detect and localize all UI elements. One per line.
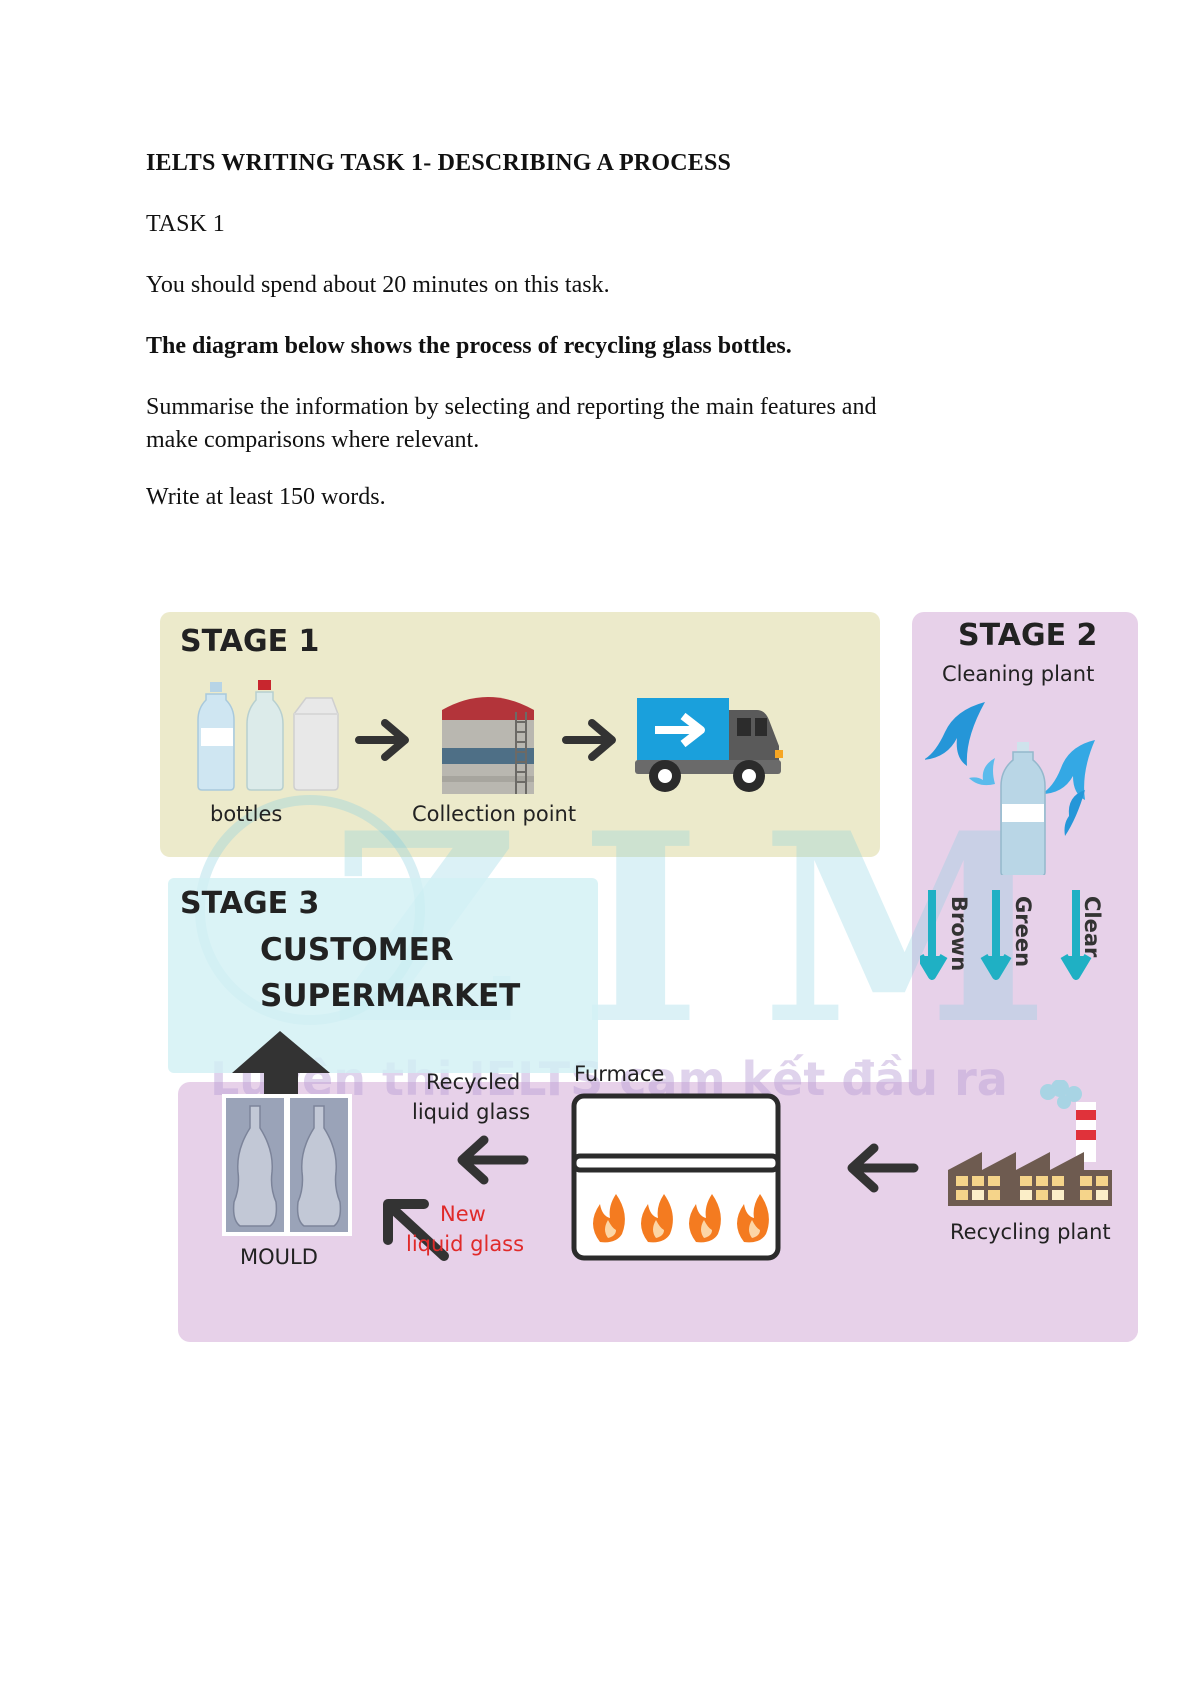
sorting-arrow-icon xyxy=(1060,890,1092,980)
summary-instruction-line1: Summarise the information by selecting a… xyxy=(146,394,877,420)
sort-label-brown: Brown xyxy=(947,896,971,972)
delivery-truck-icon xyxy=(635,698,783,792)
task-prompt: The diagram below shows the process of r… xyxy=(146,333,792,359)
arrow-left-icon xyxy=(457,1135,529,1185)
bottle-mould-icon xyxy=(222,1094,352,1236)
mould-label: MOULD xyxy=(240,1245,318,1269)
arrow-right-icon xyxy=(355,719,409,761)
stage3-supermarket-label: SUPERMARKET xyxy=(260,978,521,1014)
furnace-icon xyxy=(571,1093,781,1261)
document-heading: IELTS WRITING TASK 1- DESCRIBING A PROCE… xyxy=(146,150,732,176)
time-instruction: You should spend about 20 minutes on thi… xyxy=(146,272,610,298)
cleaning-plant-label: Cleaning plant xyxy=(942,662,1095,686)
furnace-label: Furmace xyxy=(574,1062,665,1086)
sort-label-green: Green xyxy=(1011,896,1035,968)
stage3-customer-label: CUSTOMER xyxy=(260,932,454,968)
bottles-icon xyxy=(197,680,339,791)
stage2-title: STAGE 2 xyxy=(958,618,1098,653)
arrow-up-icon xyxy=(232,1031,330,1125)
arrow-left-icon xyxy=(847,1143,919,1193)
arrow-right-icon xyxy=(562,719,616,761)
summary-instruction-line2: make comparisons where relevant. xyxy=(146,427,480,453)
recycled-liquid-glass-label-line2: liquid glass xyxy=(412,1100,531,1124)
recycled-liquid-glass-label-line1: Recycled xyxy=(426,1070,521,1094)
stage1-title: STAGE 1 xyxy=(180,624,320,659)
collection-tank-icon xyxy=(442,697,534,794)
task-label: TASK 1 xyxy=(146,211,225,237)
stage3-panel xyxy=(168,878,598,1073)
bottle-washing-icon xyxy=(925,702,1095,875)
word-count-instruction: Write at least 150 words. xyxy=(146,484,386,510)
sorting-arrows-icon xyxy=(920,890,1012,980)
sort-label-clear: Clear xyxy=(1080,896,1104,958)
bottles-label: bottles xyxy=(210,802,283,826)
recycling-factory-icon xyxy=(948,1080,1112,1206)
new-liquid-glass-label-line2: liquid glass xyxy=(406,1232,525,1256)
recycling-plant-label: Recycling plant xyxy=(950,1220,1111,1244)
recycling-process-diagram: ZIM Luyện thi IELTS cam kết đầu ra STAGE… xyxy=(150,590,1140,1350)
stage3-title: STAGE 3 xyxy=(180,886,320,921)
arrow-up-left-icon xyxy=(383,1199,449,1261)
collection-point-label: Collection point xyxy=(412,802,577,826)
new-liquid-glass-label-line1: New xyxy=(440,1202,486,1226)
